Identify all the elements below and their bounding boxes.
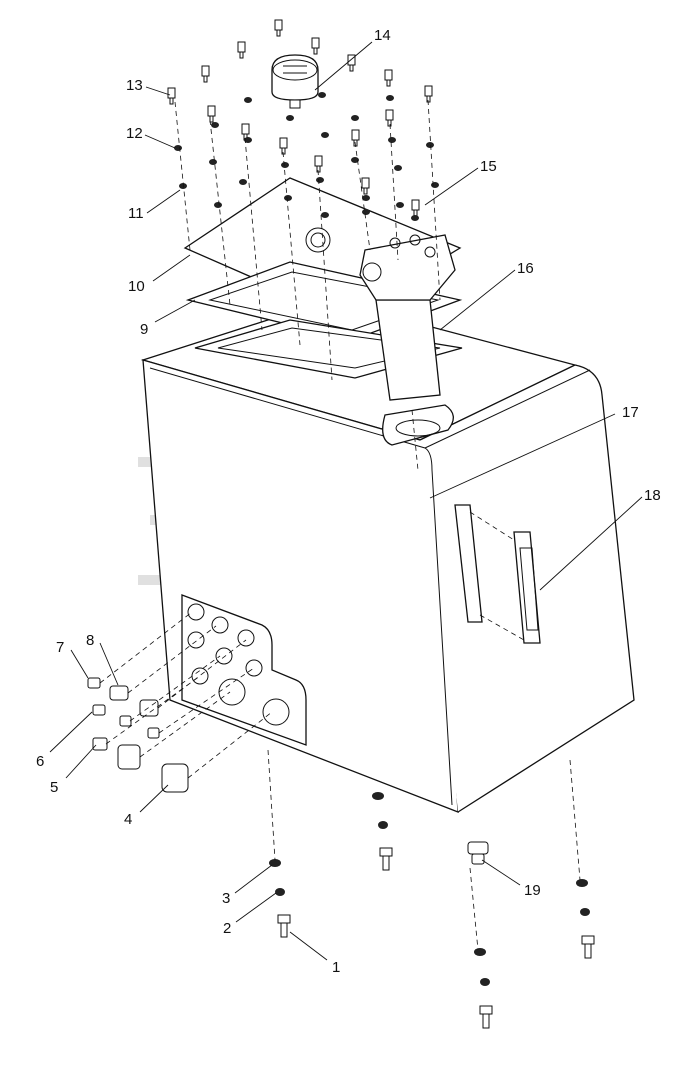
callout-2: 2	[223, 920, 231, 937]
callout-7: 7	[56, 639, 64, 656]
callout-5: 5	[50, 779, 58, 796]
bolt	[361, 177, 370, 195]
callout-8: 8	[86, 632, 94, 649]
assembly-lines	[174, 99, 441, 381]
callout-1: 1	[332, 959, 340, 976]
bolt	[385, 109, 394, 127]
top-bolts	[167, 19, 441, 381]
callout-16: 16	[517, 260, 534, 277]
callout-12: 12	[126, 125, 143, 142]
bolt	[311, 37, 320, 55]
callouts: 1 2 3 4 5 6 7 8 9 10 11 12 13 14 15 16 1…	[36, 27, 661, 976]
callout-3: 3	[222, 890, 230, 907]
bolt	[237, 41, 246, 59]
callout-19: 19	[524, 882, 541, 899]
washers	[174, 92, 439, 221]
bolt	[347, 54, 356, 72]
leader-lines	[49, 41, 643, 961]
side-fittings	[87, 611, 273, 793]
callout-13: 13	[126, 77, 143, 94]
bolt	[279, 137, 288, 155]
bolt	[201, 65, 210, 83]
bolt	[241, 123, 250, 141]
callout-17: 17	[622, 404, 639, 421]
callout-11: 11	[128, 205, 144, 222]
callout-15: 15	[480, 158, 497, 175]
callout-14: 14	[374, 27, 391, 44]
bolt	[274, 19, 283, 37]
drain-plug	[467, 841, 489, 865]
bolt	[384, 69, 393, 87]
callout-9: 9	[140, 321, 148, 338]
callout-18: 18	[644, 487, 661, 504]
return-filter	[359, 234, 456, 471]
bolt	[424, 85, 433, 103]
bolt	[207, 105, 216, 123]
callout-10: 10	[128, 278, 145, 295]
callout-6: 6	[36, 753, 44, 770]
callout-4: 4	[124, 811, 132, 828]
bolt	[314, 155, 323, 173]
bolt	[411, 199, 420, 217]
breather-cap	[271, 54, 319, 109]
bolt	[167, 87, 176, 105]
bottom-hardware	[267, 749, 595, 1029]
level-gauge	[454, 504, 541, 644]
